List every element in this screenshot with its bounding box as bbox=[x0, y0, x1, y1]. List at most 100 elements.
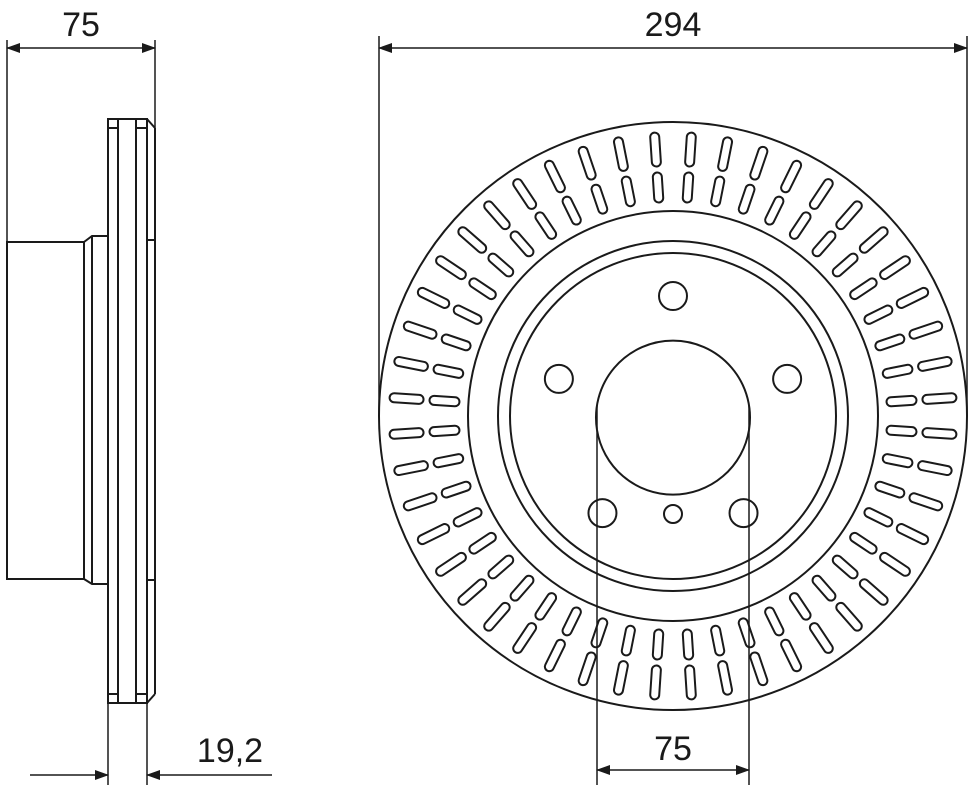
vent-slot-inner bbox=[764, 606, 785, 637]
vent-slot-outer bbox=[512, 178, 538, 210]
hub-height-dimension bbox=[6, 40, 156, 242]
vent-slot-inner bbox=[509, 574, 535, 602]
vent-slot-inner bbox=[863, 304, 894, 325]
hat-outer-edge bbox=[497, 240, 849, 592]
vent-slot-outer bbox=[435, 551, 467, 577]
vent-slot-inner bbox=[428, 394, 461, 408]
vent-slot-inner bbox=[874, 480, 906, 499]
vent-slot-inner bbox=[590, 617, 609, 649]
vent-slot-inner bbox=[620, 175, 636, 208]
vent-slot-outer bbox=[457, 226, 488, 254]
bolt-hole bbox=[543, 363, 574, 394]
vent-slot-outer bbox=[879, 255, 911, 281]
vent-slot-inner bbox=[811, 230, 837, 258]
vent-slot-outer bbox=[835, 601, 863, 632]
vent-slot-inner bbox=[440, 333, 472, 352]
vent-slot-inner bbox=[831, 252, 859, 278]
vent-slot-inner bbox=[432, 453, 465, 469]
vent-slot-outer bbox=[577, 651, 597, 687]
vent-slot-outer bbox=[808, 622, 834, 654]
vent-slot-outer bbox=[684, 131, 697, 168]
vent-slot-outer bbox=[895, 523, 930, 546]
vent-slot-inner bbox=[681, 628, 695, 661]
vent-slot-inner bbox=[428, 424, 461, 438]
vent-slot-inner bbox=[788, 211, 812, 240]
vent-slot-inner bbox=[710, 175, 726, 208]
vent-slot-inner bbox=[509, 230, 535, 258]
vent-slot-outer bbox=[483, 200, 511, 231]
vent-slot-inner bbox=[881, 363, 914, 379]
bolt-hole bbox=[728, 498, 759, 529]
vent-slot-inner bbox=[874, 333, 906, 352]
side-view bbox=[6, 40, 272, 785]
vent-slot-inner bbox=[651, 171, 665, 204]
vent-slot-inner bbox=[432, 363, 465, 379]
vent-slot-outer bbox=[543, 638, 566, 673]
hub-height-label: 75 bbox=[62, 6, 100, 44]
vent-slot-outer bbox=[684, 664, 697, 701]
bolt-holes bbox=[543, 281, 803, 529]
vent-slot-outer bbox=[917, 355, 953, 372]
hub-flange bbox=[83, 235, 109, 585]
vent-slot-outer bbox=[612, 136, 629, 172]
vent-slot-outer bbox=[921, 392, 958, 405]
vent-slot-outer bbox=[388, 392, 425, 405]
vent-slot-inner bbox=[885, 394, 918, 408]
vent-slot-outer bbox=[649, 664, 662, 701]
vent-slot-outer bbox=[749, 651, 769, 687]
vent-slot-outer bbox=[577, 145, 597, 181]
vent-slot-outer bbox=[416, 286, 451, 309]
vent-slot-inner bbox=[534, 592, 558, 621]
vent-slot-outer bbox=[402, 492, 438, 512]
vent-slot-inner bbox=[737, 617, 756, 649]
bolt-hole bbox=[658, 281, 688, 311]
outer-diameter-dimension bbox=[378, 36, 968, 416]
vent-slot-outer bbox=[649, 131, 662, 168]
vent-slot-outer bbox=[457, 578, 488, 606]
hub-body bbox=[6, 241, 85, 580]
vent-slot-outer bbox=[835, 200, 863, 231]
vent-slot-inner bbox=[561, 195, 582, 226]
vent-slot-inner bbox=[681, 171, 695, 204]
vent-slot-inner bbox=[764, 195, 785, 226]
vent-slot-inner bbox=[487, 252, 515, 278]
vent-slot-inner bbox=[788, 592, 812, 621]
vent-slot-outer bbox=[895, 286, 930, 309]
outer-diameter-label: 294 bbox=[645, 6, 702, 44]
pilot-hole bbox=[663, 504, 683, 524]
vent-slot-inner bbox=[452, 507, 483, 528]
vent-slot-outer bbox=[917, 460, 953, 477]
vent-slot-outer bbox=[908, 492, 944, 512]
vent-slot-outer bbox=[808, 178, 834, 210]
vent-slot-outer bbox=[908, 320, 944, 340]
vent-slot-inner bbox=[849, 277, 878, 301]
vent-slot-outer bbox=[512, 622, 538, 654]
vent-slot-inner bbox=[831, 554, 859, 580]
vent-slot-inner bbox=[561, 606, 582, 637]
vent-slot-outer bbox=[402, 320, 438, 340]
vent-slot-outer bbox=[543, 159, 566, 194]
vent-slot-inner bbox=[452, 304, 483, 325]
vent-slot-outer bbox=[780, 638, 803, 673]
vent-slot-outer bbox=[749, 145, 769, 181]
vent-slot-outer bbox=[921, 427, 958, 440]
thickness-label: 19,2 bbox=[197, 732, 263, 770]
vent-slot-inner bbox=[651, 628, 665, 661]
vent-slot-inner bbox=[885, 424, 918, 438]
front-view bbox=[378, 36, 968, 785]
vent-slot-inner bbox=[737, 183, 756, 215]
vent-slot-inner bbox=[487, 554, 515, 580]
hat-inner-edge bbox=[509, 252, 837, 580]
center-bore bbox=[595, 339, 751, 431]
vent-slot-outer bbox=[388, 427, 425, 440]
vent-slot-inner bbox=[811, 574, 837, 602]
center-bore-label: 75 bbox=[654, 730, 692, 768]
disc-friction-inner-edge bbox=[467, 210, 879, 622]
vent-slot-inner bbox=[534, 211, 558, 240]
vent-slot-inner bbox=[620, 624, 636, 657]
vent-slot-inner bbox=[590, 183, 609, 215]
vent-slot-outer bbox=[858, 226, 889, 254]
vent-slot-inner bbox=[468, 277, 497, 301]
disc-outer-plate bbox=[107, 118, 148, 704]
